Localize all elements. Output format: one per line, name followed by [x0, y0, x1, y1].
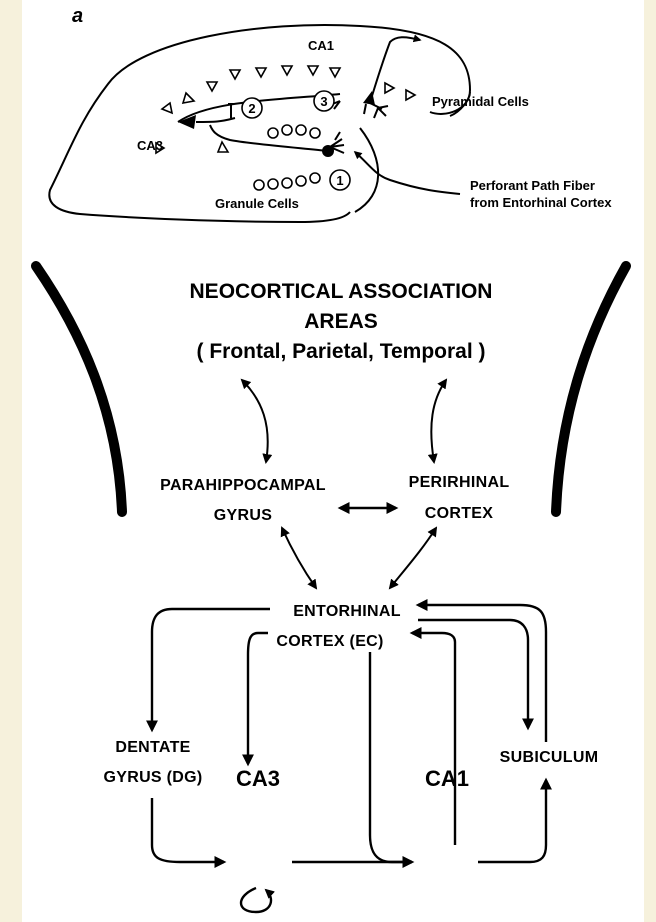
- pyramidal-cell-icon: [385, 83, 394, 93]
- perforant-path-label-line2: from Entorhinal Cortex: [470, 195, 612, 210]
- svg-text:3: 3: [320, 94, 327, 109]
- ec-to-subiculum-arrow: [418, 620, 528, 728]
- granule-cells-label: Granule Cells: [215, 196, 299, 211]
- ca3-dendrite: [196, 118, 235, 122]
- pyramidal-cells: [156, 66, 415, 153]
- left-bracket: [36, 266, 122, 512]
- svg-text:1: 1: [336, 173, 343, 188]
- pyramidal-cell-icon: [256, 68, 266, 77]
- perirhinal-label-line2: CORTEX: [425, 505, 493, 522]
- ec-to-dg-arrow: [152, 609, 270, 730]
- ca1-to-subiculum-arrow: [478, 780, 546, 862]
- panel-label: a: [72, 5, 83, 27]
- ec-label-line1: ENTORHINAL: [293, 603, 401, 620]
- pyramidal-cell-icon: [282, 66, 292, 75]
- svg-text:2: 2: [248, 101, 255, 116]
- ca1-to-ec-arrow: [412, 633, 455, 845]
- dg-to-ca3-arrow: [152, 798, 224, 862]
- ca1-label: CA1: [308, 38, 334, 53]
- neocortex-label-line3: ( Frontal, Parietal, Temporal ): [197, 340, 486, 363]
- ca1-node-label: CA1: [425, 766, 469, 791]
- ca1-dendrites: [364, 103, 388, 118]
- pyramidal-cell-icon: [406, 90, 415, 100]
- ca3-synapse-terminal: [228, 104, 234, 118]
- neocortex-parahippocampal-arrow: [242, 380, 268, 462]
- pyramidal-cell-icon: [308, 66, 318, 75]
- pyramidal-cell-icon: [230, 70, 240, 79]
- parahippocampal-label-line1: PARAHIPPOCAMPAL: [160, 477, 326, 494]
- ec-to-ca1-arrow: [370, 652, 412, 862]
- neocortex-label-line2: AREAS: [304, 310, 378, 333]
- synapse-marker-2: 2: [242, 98, 262, 118]
- right-bracket: [556, 266, 626, 512]
- dentate-gyrus-label-line1: DENTATE: [115, 739, 190, 756]
- synapse-marker-1: 1: [330, 170, 350, 190]
- pyramidal-cell-icon: [162, 103, 172, 113]
- neocortex-perirhinal-arrow: [431, 380, 446, 462]
- pyramidal-cell-icon: [330, 68, 340, 77]
- granule-cells: [254, 125, 320, 190]
- parahippocampal-label-line2: GYRUS: [214, 507, 272, 524]
- parahippocampal-ec-arrow: [282, 528, 316, 588]
- pyramidal-cell-icon: [218, 142, 228, 152]
- brain-outline: [49, 25, 470, 222]
- synapse-marker-3: 3: [314, 91, 334, 111]
- ca3-recurrent-arrow: [241, 888, 271, 912]
- perforant-path: [355, 152, 460, 194]
- perirhinal-label-line1: PERIRHINAL: [409, 474, 510, 491]
- ca1-axon: [372, 37, 420, 96]
- pyramidal-cells-label: Pyramidal Cells: [432, 94, 529, 109]
- pyramidal-cell-icon: [183, 93, 194, 103]
- pyramidal-cell-icon: [207, 82, 217, 91]
- ca3-label: CA3: [137, 138, 163, 153]
- neocortex-label-line1: NEOCORTICAL ASSOCIATION: [190, 280, 493, 303]
- subiculum-label: SUBICULUM: [500, 749, 599, 766]
- ec-to-ca3-arrow: [248, 633, 268, 764]
- ca3-node-label: CA3: [236, 766, 280, 791]
- perforant-path-label-line1: Perforant Path Fiber: [470, 178, 595, 193]
- dentate-gyrus-label-line2: GYRUS (DG): [104, 769, 203, 786]
- ec-label-line2: CORTEX (EC): [276, 633, 383, 650]
- perirhinal-ec-arrow: [390, 528, 436, 588]
